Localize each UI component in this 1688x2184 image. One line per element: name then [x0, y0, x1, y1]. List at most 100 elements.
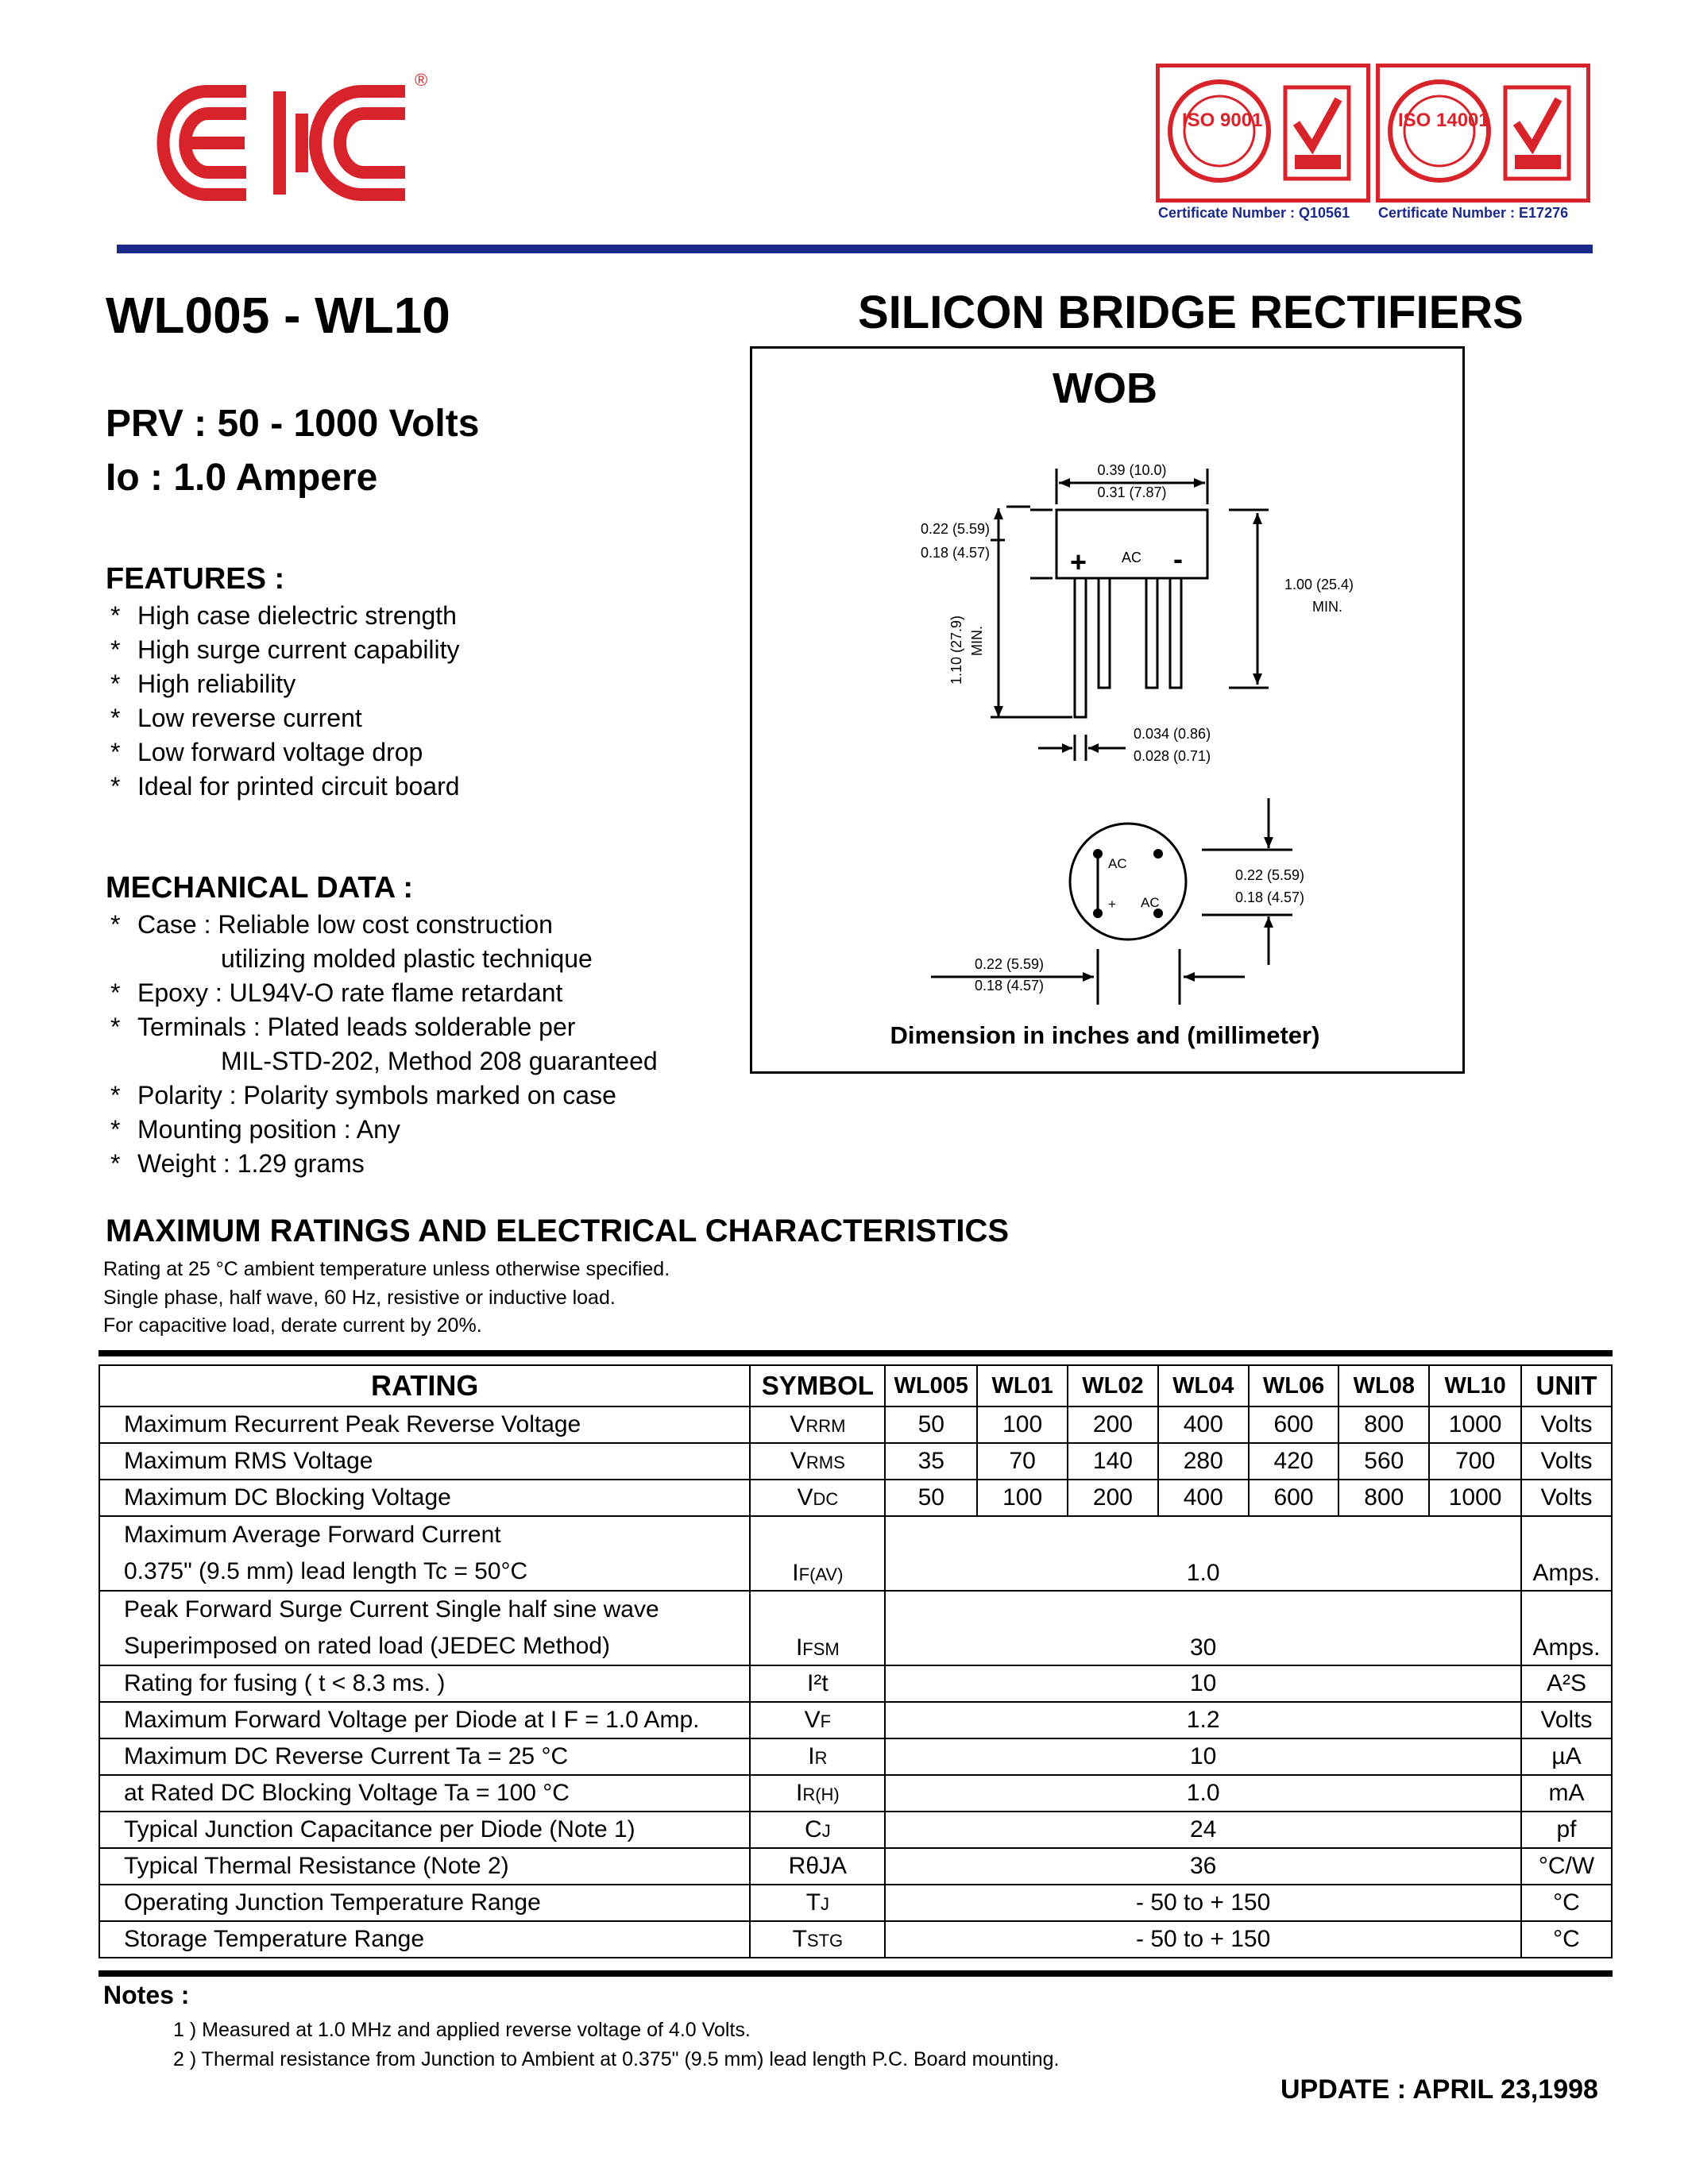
iso-14001-label: ISO 14001 [1398, 110, 1489, 131]
symbol-main: V [790, 1411, 806, 1437]
dim-pitch-max: 0.22 (5.59) [1235, 867, 1304, 883]
symbol-cell: IFSM [749, 1590, 886, 1666]
bullet-icon: * [110, 601, 121, 630]
rating-line: at Rated DC Blocking Voltage Ta = 100 °C [124, 1780, 570, 1806]
rating-line: Typical Thermal Resistance (Note 2) [124, 1853, 509, 1879]
mechanical-item: *Case : Reliable low cost construction [106, 908, 741, 942]
mechanical-title: MECHANICAL DATA : [106, 871, 413, 905]
value-cell: 100 [976, 1406, 1069, 1444]
bullet-icon: * [110, 1115, 121, 1144]
mechanical-text: Mounting position : Any [137, 1115, 400, 1144]
symbol-cell: RθJA [749, 1847, 886, 1885]
header-part: WL08 [1338, 1364, 1431, 1407]
bullet-icon: * [110, 635, 121, 664]
symbol-subscript: F [820, 1711, 832, 1731]
mechanical-item: * Mounting position : Any [106, 1113, 741, 1147]
dim-lead-len-min: MIN. [1312, 599, 1342, 615]
rating-label: Maximum Forward Voltage per Diode at I F… [98, 1701, 751, 1739]
body-ac-label: AC [1122, 550, 1141, 565]
symbol-main: RθJA [788, 1853, 848, 1879]
feature-item: *High reliability [106, 667, 662, 701]
symbol-subscript: F(AV) [798, 1565, 844, 1584]
unit-cell: pf [1520, 1811, 1613, 1849]
symbol-subscript: RRM [805, 1416, 846, 1436]
bullet-icon: * [110, 1013, 121, 1041]
table-top-rule [98, 1350, 1613, 1356]
body-plus-label: + [1070, 546, 1087, 578]
rating-line: Maximum Average Forward Current [124, 1522, 501, 1548]
value-cell: 140 [1067, 1442, 1159, 1480]
rating-line: Rating for fusing ( t < 8.3 ms. ) [124, 1670, 446, 1696]
eic-logo-mark [156, 85, 405, 201]
iso-9001-seal-icon [1168, 79, 1351, 183]
header-part: WL01 [976, 1364, 1069, 1407]
value-cell: 280 [1157, 1442, 1250, 1480]
features-list: *High case dielectric strength*High surg… [106, 599, 662, 804]
dim-body-min: 0.18 (4.57) [921, 545, 990, 561]
table-row: Maximum Forward Voltage per Diode at I F… [98, 1701, 1613, 1739]
value-cell: 30 [884, 1590, 1523, 1666]
io-spec: Io : 1.0 Ampere [106, 457, 378, 499]
bullet-icon: * [110, 978, 121, 1007]
value-cell: 400 [1157, 1479, 1250, 1517]
symbol-cell: VRRM [749, 1406, 886, 1444]
unit-cell: °C [1520, 1884, 1613, 1922]
symbol-main: V [797, 1484, 813, 1511]
value-cell: 700 [1428, 1442, 1523, 1480]
mechanical-item: *Epoxy : UL94V-O rate flame retardant [106, 976, 741, 1010]
rating-line: Maximum Forward Voltage per Diode at I F… [124, 1707, 700, 1733]
header-part: WL06 [1247, 1364, 1340, 1407]
dim-lead-dia-min: 0.028 (0.71) [1134, 748, 1211, 764]
value-cell: 400 [1157, 1406, 1250, 1444]
bottom-plus-label: + [1108, 897, 1116, 912]
spec-summary: PRV : 50 - 1000 Volts Io : 1.0 Ampere [106, 397, 479, 505]
value-cell: 600 [1247, 1479, 1340, 1517]
note-1: 1 ) Measured at 1.0 MHz and applied reve… [173, 2019, 751, 2041]
unit-cell: Amps. [1520, 1515, 1613, 1592]
bullet-icon: * [110, 704, 121, 732]
device-type-title: SILICON BRIDGE RECTIFIERS [858, 287, 1524, 338]
unit-cell: °C/W [1520, 1847, 1613, 1885]
rating-line: Peak Forward Surge Current Single half s… [124, 1596, 659, 1623]
cert-caption-14001: Certificate Number : E17276 [1378, 205, 1569, 221]
rating-label: Rating for fusing ( t < 8.3 ms. ) [98, 1665, 751, 1703]
value-cell: - 50 to + 150 [884, 1884, 1523, 1922]
symbol-main: I [808, 1743, 815, 1769]
feature-text: Low forward voltage drop [137, 738, 423, 766]
mechanical-text: Polarity : Polarity symbols marked on ca… [137, 1081, 616, 1109]
value-cell: 420 [1247, 1442, 1340, 1480]
symbol-cell: IR [749, 1738, 886, 1776]
ratings-note-2: Single phase, half wave, 60 Hz, resistiv… [103, 1287, 616, 1309]
notes-title: Notes : [103, 1981, 190, 2009]
rating-line: Typical Junction Capacitance per Diode (… [124, 1816, 635, 1843]
ratings-title: MAXIMUM RATINGS AND ELECTRICAL CHARACTER… [106, 1214, 1010, 1248]
value-cell: 600 [1247, 1406, 1340, 1444]
mechanical-item: utilizing molded plastic technique [106, 942, 741, 976]
rating-line: Maximum DC Reverse Current Ta = 25 °C [124, 1743, 569, 1769]
value-cell: 70 [976, 1442, 1069, 1480]
header-part: WL005 [884, 1364, 979, 1407]
rating-label: Storage Temperature Range [98, 1920, 751, 1958]
iso-14001-badge [1376, 64, 1590, 203]
value-cell: 36 [884, 1847, 1523, 1885]
part-range-title: WL005 - WL10 [106, 287, 450, 344]
feature-item: *High case dielectric strength [106, 599, 662, 633]
feature-text: High reliability [137, 669, 296, 698]
symbol-subscript: FSM [802, 1639, 840, 1659]
dim-total-len: 1.10 (27.9) [948, 615, 964, 685]
header-rule [117, 245, 1593, 253]
rating-label: at Rated DC Blocking Voltage Ta = 100 °C [98, 1774, 751, 1812]
header-part: WL04 [1157, 1364, 1250, 1407]
mechanical-item: *Terminals : Plated leads solderable per [106, 1010, 741, 1044]
mechanical-text: utilizing molded plastic technique [221, 944, 593, 973]
mechanical-item: MIL-STD-202, Method 208 guaranteed [106, 1044, 741, 1078]
header-rating: RATING [98, 1364, 751, 1407]
